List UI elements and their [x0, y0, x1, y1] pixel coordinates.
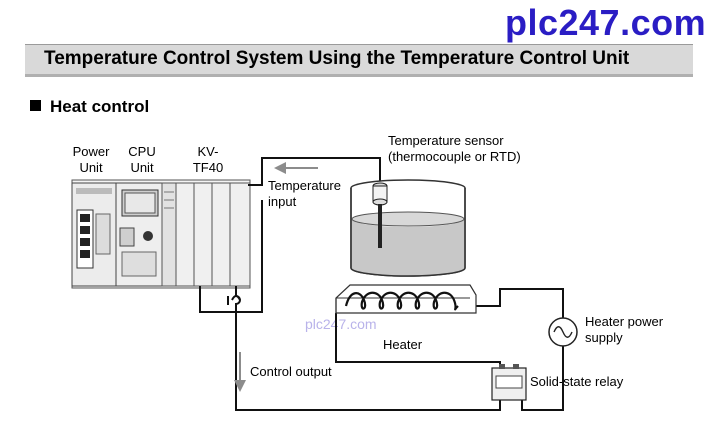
- watermark-text: plc247.com: [305, 316, 377, 332]
- expansion-units: [161, 182, 251, 287]
- heater-ssr-wire: [335, 313, 501, 370]
- heater-power-supply: [548, 317, 578, 347]
- heater-coil: [344, 291, 459, 311]
- kv-tf40-label: KV-TF40: [192, 144, 224, 175]
- section-heading-text: Heat control: [50, 97, 150, 116]
- control-output-arrow: [234, 352, 246, 392]
- temperature-sensor-label: Temperature sensor(thermocouple or RTD): [388, 133, 521, 164]
- section-heading: Heat control: [30, 97, 149, 117]
- control-output-label: Control output: [250, 364, 332, 379]
- brand-logo-text: plc247.com: [505, 2, 707, 43]
- temperature-input-arrow: [274, 162, 318, 174]
- heater-supply-top-wire: [470, 288, 564, 318]
- square-bullet-icon: [30, 100, 41, 111]
- ac-sine-icon: [553, 326, 573, 338]
- title-banner-shadow: [25, 74, 693, 77]
- tank-water: [352, 219, 464, 276]
- solid-state-relay: [491, 364, 527, 401]
- supply-ssr-wire: [521, 346, 564, 411]
- tank: [350, 179, 466, 277]
- wire-crossover-hop: [231, 295, 241, 301]
- temperature-sensor: [372, 182, 388, 248]
- sensor-return-wire: [199, 200, 263, 313]
- plc-rack: [71, 179, 251, 289]
- power-unit: [71, 182, 117, 287]
- heater-label: Heater: [383, 337, 423, 352]
- heater: [335, 284, 477, 314]
- sensor-wire: [248, 157, 381, 186]
- page-title: Temperature Control System Using the Tem…: [44, 48, 630, 69]
- cpu-unit: [115, 182, 163, 287]
- title-banner: [25, 44, 693, 75]
- solid-state-relay-label: Solid-state relay: [530, 374, 624, 389]
